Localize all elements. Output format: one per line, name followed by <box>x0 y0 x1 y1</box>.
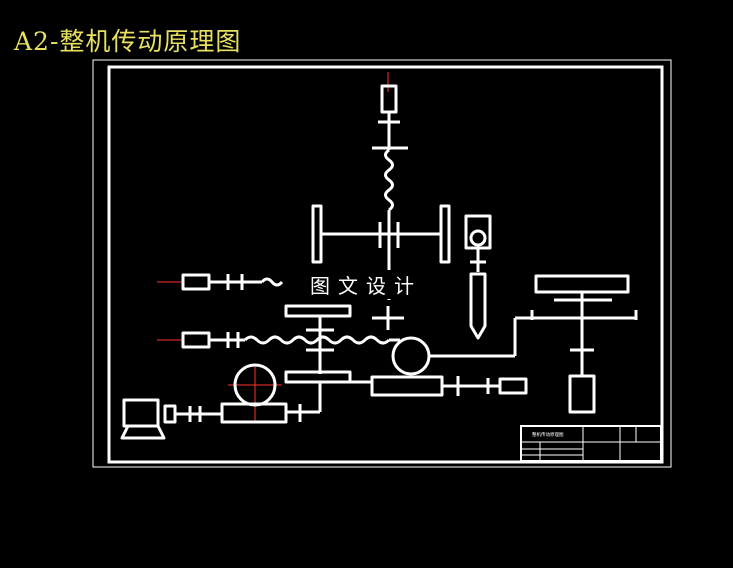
left-shaft-upper <box>181 273 284 291</box>
center-lines <box>157 72 389 422</box>
motor-unit <box>120 398 302 440</box>
right-assembly <box>530 274 638 414</box>
drawing-border <box>107 65 664 464</box>
watermark: 图文设计 <box>306 270 426 299</box>
top-vertical-shaft <box>372 84 408 300</box>
worm-gear-drive <box>338 316 532 397</box>
central-gear-stack <box>284 304 404 384</box>
drawing-title: A2-整机传动原理图 <box>14 27 242 56</box>
horizontal-shaft-upper <box>311 204 492 264</box>
title-block-name: 整机传动原理图 <box>532 431 564 438</box>
sheet-frame <box>92 59 672 468</box>
tool-spindle <box>469 248 487 340</box>
title-block <box>520 425 662 462</box>
left-shaft-lower <box>181 331 400 349</box>
